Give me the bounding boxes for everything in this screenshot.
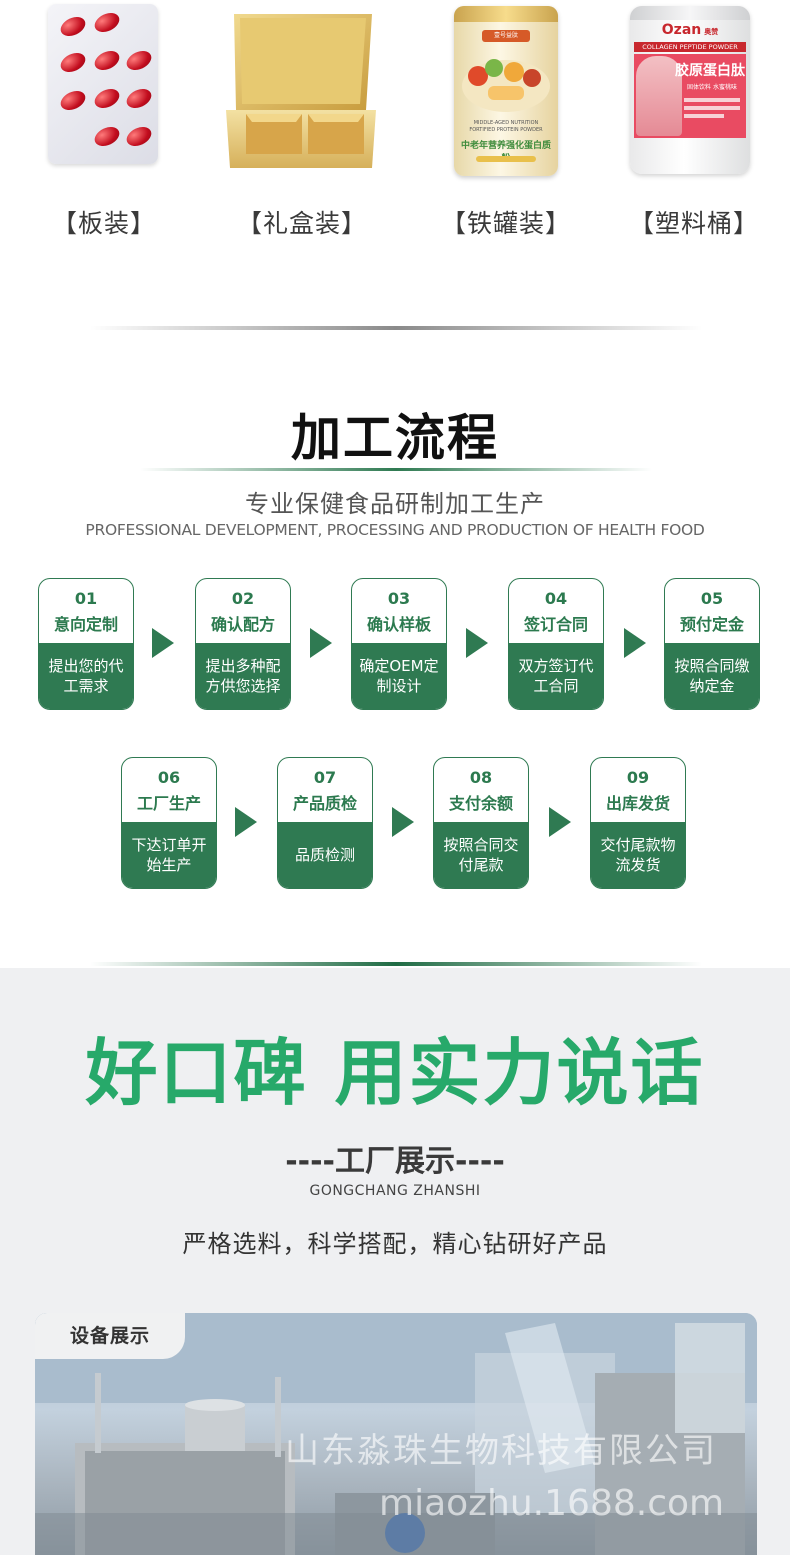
arrow-right-icon [310,628,332,658]
step-name: 预付定金 [679,615,744,634]
tub-en-name: COLLAGEN PEPTIDE POWDER [634,42,746,52]
reputation-headline: 好口碑 用实力说话 [85,1031,705,1115]
section-divider [90,962,702,966]
factory-machine-illustration [35,1313,757,1555]
arrow-right-icon [549,807,571,837]
arrow-right-icon [466,628,488,658]
process-step-02: 02 确认配方 提出多种配方供您选择 [195,578,291,710]
step-number: 08 [469,768,493,787]
step-name: 确认样板 [366,615,431,634]
step-number: 05 [700,589,724,608]
equipment-photo: 设备展示 山东淼珠生物科技有限公司 miaozhu.1688.com [35,1313,757,1555]
arrow-right-icon [235,807,257,837]
factory-pinyin: GONGCHANG ZHANSHI [309,1183,481,1199]
step-desc: 下达订单开始生产 [122,822,216,888]
protein-can-image: 壹号益肽 MIDDLE-AGED NUTRITION FORTIFIED PRO… [454,6,558,176]
tub-brand-cn: 奥赞 [704,28,719,36]
step-name: 确认配方 [210,615,275,634]
process-step-04: 04 签订合同 双方签订代工合同 [508,578,604,710]
can-line2: FORTIFIED PROTEIN POWDER [469,127,543,133]
process-title: 加工流程 [291,409,499,467]
step-number: 03 [387,589,411,608]
watermark-company: 山东淼珠生物科技有限公司 [285,1431,717,1471]
tub-sub: 固体饮料 [687,84,712,91]
step-name: 意向定制 [53,615,118,634]
process-step-09: 09 出库发货 交付尾款物流发货 [590,757,686,889]
step-name: 签订合同 [523,615,588,634]
arrow-right-icon [624,628,646,658]
watermark-url: miaozhu.1688.com [379,1483,725,1524]
pack-label-giftbox: 【礼盒装】 [236,209,367,238]
process-step-07: 07 产品质检 品质检测 [277,757,373,889]
can-line1: MIDDLE-AGED NUTRITION [473,120,539,126]
step-number: 01 [74,589,98,608]
tub-brand: Ozan [661,22,702,38]
step-desc: 按照合同交付尾款 [434,822,528,888]
title-underline [140,468,652,471]
step-number: 09 [626,768,650,787]
blister-pack-image [48,4,158,164]
step-desc: 按照合同缴纳定金 [665,643,759,709]
step-number: 02 [231,589,255,608]
process-step-06: 06 工厂生产 下达订单开始生产 [121,757,217,889]
tub-flavor: 水蜜桃味 [712,84,737,91]
step-desc: 提出您的代工需求 [39,643,133,709]
pack-label-tin: 【铁罐装】 [440,209,571,238]
food-illustration-icon [462,59,550,112]
equipment-tag: 设备展示 [35,1313,185,1359]
pack-label-blister: 【板装】 [51,209,156,238]
arrow-right-icon [152,628,174,658]
step-desc: 提出多种配方供您选择 [196,643,290,709]
tub-cn-name: 胶原蛋白肽 [675,63,745,79]
step-desc: 确定OEM定制设计 [352,643,446,709]
process-step-08: 08 支付余额 按照合同交付尾款 [433,757,529,889]
gift-box-image [226,14,376,168]
step-number: 06 [157,768,181,787]
factory-slogan: 严格选料，科学搭配，精心钻研好产品 [182,1230,608,1258]
factory-title: ----工厂展示---- [285,1144,505,1179]
step-name: 出库发货 [605,794,670,813]
pack-label-tub: 【塑料桶】 [628,209,759,238]
step-number: 04 [544,589,568,608]
process-step-05: 05 预付定金 按照合同缴纳定金 [664,578,760,710]
model-portrait-icon [636,56,682,136]
can-brand: 壹号益肽 [482,30,530,42]
process-subtitle-en: PROFESSIONAL DEVELOPMENT, PROCESSING AND… [85,521,705,539]
arrow-right-icon [392,807,414,837]
step-name: 支付余额 [448,794,513,813]
step-desc: 交付尾款物流发货 [591,822,685,888]
process-step-01: 01 意向定制 提出您的代工需求 [38,578,134,710]
step-name: 工厂生产 [136,794,201,813]
process-subtitle-cn: 专业保健食品研制加工生产 [245,490,545,518]
step-desc: 双方签订代工合同 [509,643,603,709]
step-name: 产品质检 [292,794,357,813]
step-number: 07 [313,768,337,787]
process-step-03: 03 确认样板 确定OEM定制设计 [351,578,447,710]
section-divider [90,326,702,330]
step-desc: 品质检测 [278,822,372,888]
